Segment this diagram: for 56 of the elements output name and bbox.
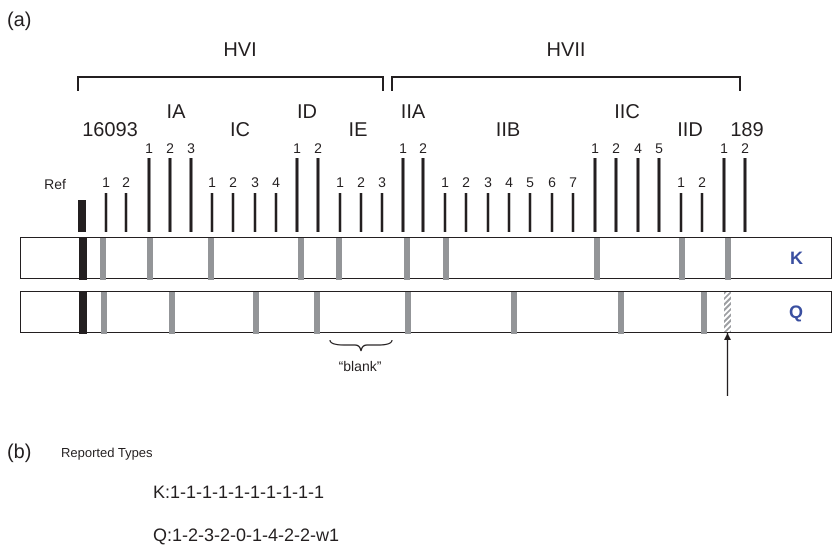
- hatched-band: [724, 292, 731, 332]
- annotation-text: “blank”: [338, 359, 382, 373]
- test-strip: [20, 237, 832, 279]
- allele-number: 4: [272, 175, 280, 189]
- allele-number: 2: [419, 141, 427, 155]
- allele-number: 2: [612, 141, 620, 155]
- allele-number: 1: [441, 175, 449, 189]
- test-strip: [20, 291, 832, 333]
- locus-label: IC: [230, 120, 250, 140]
- allele-number: 1: [591, 141, 599, 155]
- reference-label: Ref: [44, 177, 66, 191]
- position-label: 189: [730, 120, 764, 140]
- region-label: HVI: [223, 40, 257, 60]
- allele-number: 2: [698, 175, 706, 189]
- panel-label: (b): [7, 442, 32, 462]
- allele-number: 1: [102, 175, 110, 189]
- arrow: [724, 333, 731, 396]
- allele-number: 1: [399, 141, 407, 155]
- allele-number: 3: [484, 175, 492, 189]
- allele-number: 7: [569, 175, 577, 189]
- allele-number: 5: [655, 141, 663, 155]
- heading: Reported Types: [61, 446, 153, 459]
- locus-label: ID: [297, 102, 317, 122]
- allele-number: 2: [314, 141, 322, 155]
- type-result: K:1-1-1-1-1-1-1-1-1-1: [153, 483, 324, 501]
- allele-number: 5: [526, 175, 534, 189]
- allele-number: 1: [145, 141, 153, 155]
- allele-number: 3: [187, 141, 195, 155]
- locus-label: IE: [348, 120, 368, 140]
- allele-number: 3: [378, 175, 386, 189]
- allele-number: 1: [677, 175, 685, 189]
- strip-label: K: [790, 249, 803, 267]
- allele-number: 2: [166, 141, 174, 155]
- type-result: Q:1-2-3-2-0-1-4-2-2-w1: [153, 526, 340, 544]
- locus-label: IID: [677, 120, 703, 140]
- allele-number: 1: [293, 141, 301, 155]
- allele-number: 3: [251, 175, 259, 189]
- locus-label: IIC: [614, 102, 640, 122]
- allele-number: 4: [505, 175, 513, 189]
- allele-number: 2: [229, 175, 237, 189]
- position-label: 16093: [82, 120, 138, 140]
- panel-label: (a): [7, 10, 32, 30]
- strip-label: Q: [788, 303, 803, 321]
- allele-number: 2: [357, 175, 365, 189]
- allele-number: 2: [462, 175, 470, 189]
- allele-number: 1: [208, 175, 216, 189]
- region-label: HVII: [546, 40, 586, 60]
- allele-number: 2: [122, 175, 130, 189]
- allele-number: 4: [634, 141, 642, 155]
- locus-label: IA: [166, 102, 186, 122]
- allele-number: 1: [336, 175, 344, 189]
- allele-number: 6: [548, 175, 556, 189]
- locus-label: IIA: [400, 102, 426, 122]
- locus-label: IIB: [496, 120, 520, 140]
- allele-number: 2: [741, 141, 749, 155]
- allele-number: 1: [720, 141, 728, 155]
